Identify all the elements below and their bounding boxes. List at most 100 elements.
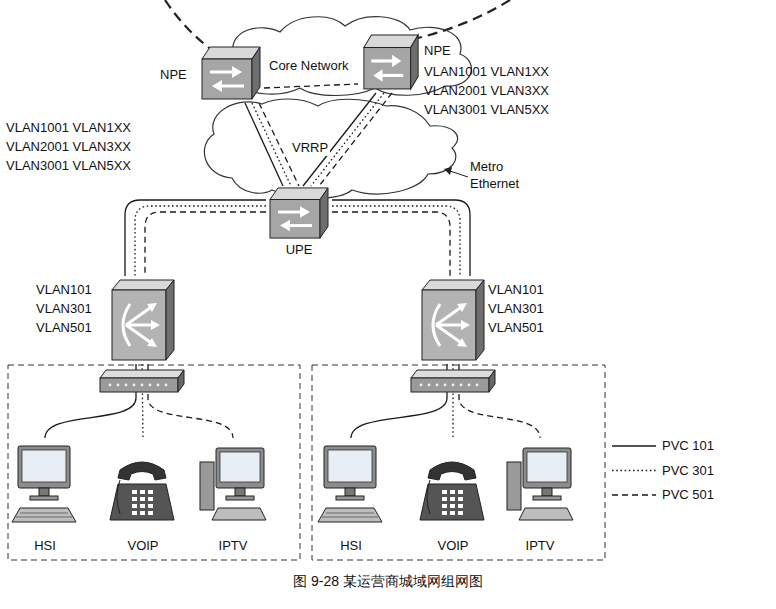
switch-icon-part <box>320 188 328 238</box>
hsi-terminal: HSI <box>10 438 80 556</box>
vlan-label: VLAN3001 VLAN5XX <box>6 158 131 174</box>
legend-line-sample <box>612 494 656 495</box>
modem-icon-part <box>476 384 479 387</box>
voip-terminal: VOIP <box>108 438 178 556</box>
modem-icon-part <box>149 384 152 387</box>
computer-icon-part <box>18 446 70 488</box>
computer-icon-part <box>30 496 58 500</box>
access-router: VLAN101VLAN301VLAN501 <box>418 276 558 364</box>
backbone-dashed-line <box>418 0 510 38</box>
node-label: NPE <box>424 43 451 59</box>
legend-line-sample <box>612 445 656 446</box>
computer-icon-part <box>39 488 49 496</box>
switch-icon-part <box>202 47 260 59</box>
iptv-terminal-icon-part <box>533 496 561 500</box>
legend-text: PVC 501 <box>662 487 714 503</box>
phone-icon-part <box>450 490 455 494</box>
pvc-solid-line <box>332 200 470 276</box>
iptv-terminal-icon-part <box>216 448 264 488</box>
callout-label: Metro Ethernet <box>470 158 534 192</box>
user-site-box <box>8 365 300 560</box>
vlan-label: VLAN2001 VLAN3XX <box>424 83 549 99</box>
node-label: VOIP <box>127 538 158 554</box>
phone-icon-part <box>442 511 447 515</box>
computer-icon-part <box>324 446 376 488</box>
node-label: VLAN501 <box>36 320 92 336</box>
legend-line-sample <box>612 470 656 471</box>
node-label: UPE <box>286 242 313 258</box>
computer-icon-part <box>22 450 66 482</box>
phone-icon-part <box>132 490 137 494</box>
switch-icon-part <box>210 71 233 74</box>
phone-icon-part <box>132 504 137 508</box>
switch-icon-part <box>252 47 260 99</box>
modem-icon-part <box>411 378 489 392</box>
modem-icon-part <box>133 384 136 387</box>
computer-icon-part <box>336 496 364 500</box>
switch-icon-part <box>300 206 310 218</box>
modem-icon-part <box>165 384 168 387</box>
iptv-terminal-icon-part <box>200 462 214 510</box>
switch-icon <box>268 186 330 240</box>
router-icon-part <box>457 303 467 312</box>
pvc-solid-line <box>125 200 266 276</box>
phone-icon-part <box>428 462 476 480</box>
pvc-dashed-line <box>264 84 358 88</box>
phone-icon-part <box>148 497 153 501</box>
vlan-label: VLAN1001 VLAN1XX <box>6 120 131 136</box>
iptv-terminal: IPTV <box>505 438 575 556</box>
computer-icon-part <box>322 513 378 517</box>
vlan-label: VLAN3001 VLAN5XX <box>424 102 549 118</box>
modem-icon-part <box>157 384 160 387</box>
figure-caption: 图 9-28 某运营商城域网组网图 <box>293 572 483 590</box>
switch-icon-part <box>278 211 301 214</box>
router-icon <box>420 278 486 362</box>
switch-icon-part <box>270 200 320 239</box>
pvc-dotted-line <box>252 103 291 186</box>
modem-icon-part <box>489 370 495 392</box>
node-label: HSI <box>34 538 56 554</box>
pvc-dashed-line <box>145 212 266 276</box>
pvc-dotted-line <box>135 206 266 276</box>
node-label: NPE <box>160 67 187 83</box>
computer-icon-part <box>16 513 72 517</box>
iptv-terminal: IPTV <box>198 438 268 556</box>
phone-icon-part <box>442 490 447 494</box>
computer-icon-part <box>318 508 382 522</box>
vlan-label: VLAN2001 VLAN3XX <box>6 139 131 155</box>
router-icon-part <box>476 280 484 360</box>
iptv-terminal-icon-part <box>226 496 254 500</box>
switch-icon-part <box>392 55 401 67</box>
user-site-box <box>312 365 605 560</box>
node-label: IPTV <box>219 538 248 554</box>
phone-icon-part <box>450 511 455 515</box>
phone-icon-part <box>110 484 174 520</box>
computer-icon-part <box>328 450 372 482</box>
iptv-terminal-icon <box>198 438 268 533</box>
phone-icon-part <box>148 504 153 508</box>
iptv-terminal-icon-part <box>220 452 260 482</box>
modem-icon-part <box>100 378 178 392</box>
switch-icon-part <box>232 66 242 78</box>
modem-icon-part <box>141 384 144 387</box>
metro-cloud <box>204 99 457 198</box>
modem-icon-part <box>452 384 455 387</box>
computer-icon-part <box>345 488 355 496</box>
router-icon-part <box>151 320 160 330</box>
voip-terminal: VOIP <box>418 438 488 556</box>
leader-arrow <box>450 171 468 177</box>
router-icon-part <box>166 280 174 360</box>
phone-icon-part <box>458 511 463 515</box>
upe-switch: UPE <box>266 186 332 260</box>
phone-icon <box>418 438 488 533</box>
legend-text: PVC 101 <box>662 438 714 454</box>
phone-icon-part <box>442 504 447 508</box>
switch-icon <box>200 45 262 101</box>
switch-icon-part <box>221 85 244 88</box>
modem-icon-part <box>428 384 431 387</box>
phone-icon-part <box>458 504 463 508</box>
node-label: HSI <box>340 538 362 554</box>
iptv-terminal-icon-part <box>507 462 521 510</box>
leader-arrowhead <box>444 167 452 175</box>
router-icon-part <box>436 308 462 342</box>
